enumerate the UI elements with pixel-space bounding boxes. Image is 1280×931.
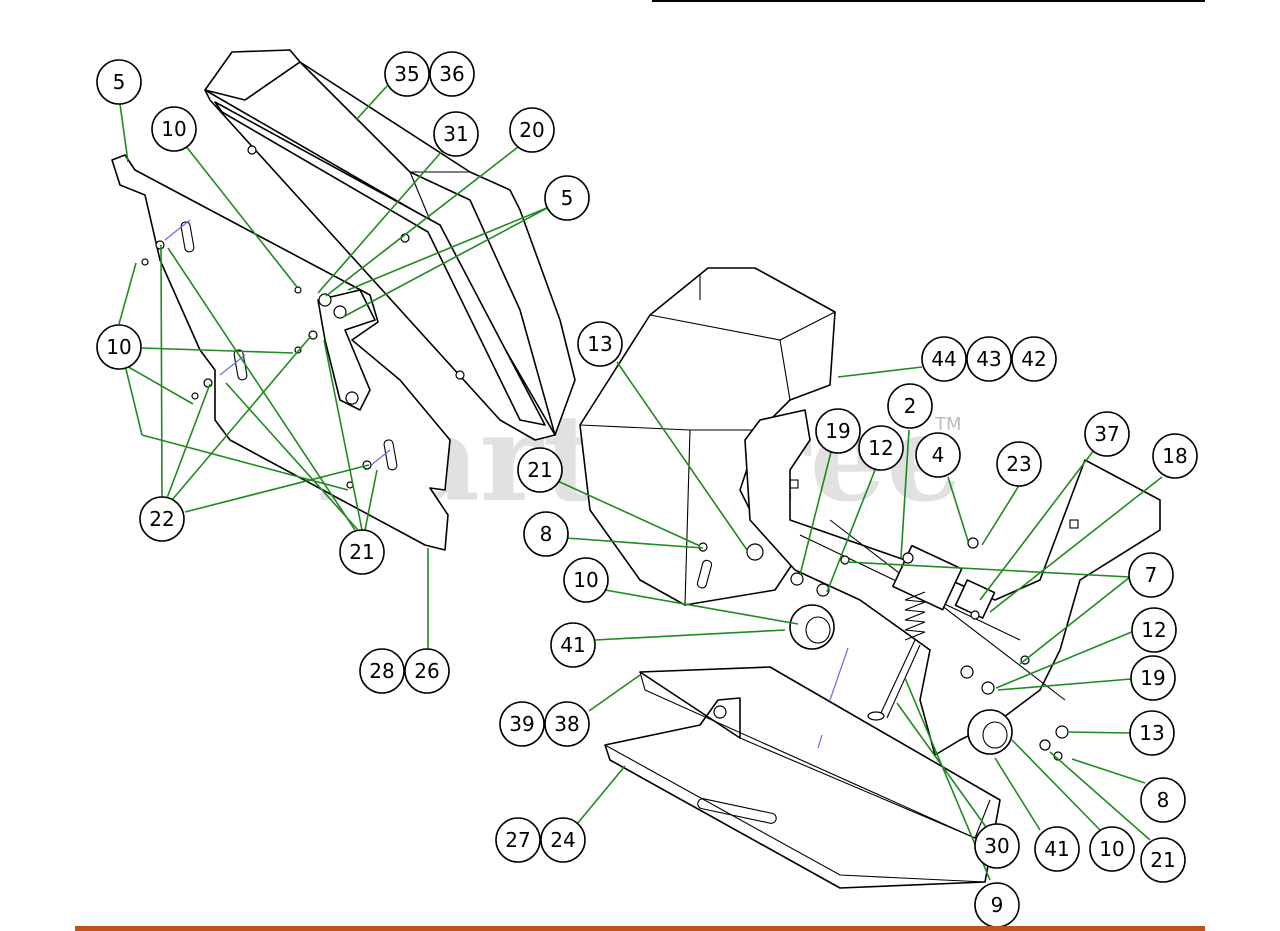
svg-text:22: 22 — [149, 507, 174, 531]
svg-text:9: 9 — [991, 893, 1004, 917]
callout-23: 18 — [1152, 433, 1198, 479]
svg-text:31: 31 — [443, 122, 468, 146]
svg-text:12: 12 — [868, 436, 893, 460]
svg-text:18: 18 — [1162, 444, 1187, 468]
svg-text:42: 42 — [1021, 347, 1046, 371]
callout-1: 5 — [96, 59, 142, 105]
svg-text:10: 10 — [161, 117, 186, 141]
svg-text:5: 5 — [561, 186, 574, 210]
callout-22: 37 — [1084, 411, 1130, 457]
callout-29: 41 — [550, 622, 596, 668]
svg-text:8: 8 — [1157, 788, 1170, 812]
callout-18: 19 — [815, 408, 861, 454]
svg-text:2: 2 — [904, 394, 917, 418]
left-fasteners — [141, 240, 372, 489]
svg-text:23: 23 — [1006, 452, 1031, 476]
callout-37: 30 — [974, 823, 1020, 869]
callout-36: 24 — [540, 817, 586, 863]
svg-text:TM: TM — [934, 414, 962, 435]
svg-text:10: 10 — [1099, 837, 1124, 861]
callout-15: 43 — [966, 336, 1012, 382]
svg-text:19: 19 — [825, 419, 850, 443]
callout-20: 4 — [915, 432, 961, 478]
base-tray-part — [604, 647, 1001, 889]
svg-text:43: 43 — [976, 347, 1001, 371]
callout-14: 44 — [921, 336, 967, 382]
svg-text:27: 27 — [505, 828, 530, 852]
callout-27: 10 — [563, 557, 609, 603]
leader-lines — [118, 85, 1163, 881]
callout-31: 39 — [499, 701, 545, 747]
callout-38: 41 — [1034, 826, 1080, 872]
callout-24: 21 — [517, 447, 563, 493]
spring-part — [867, 591, 926, 721]
callout-26: 7 — [1128, 552, 1174, 598]
callout-2: 35 — [384, 51, 430, 97]
svg-text:36: 36 — [439, 62, 464, 86]
svg-text:41: 41 — [1044, 837, 1069, 861]
svg-text:21: 21 — [349, 540, 374, 564]
svg-text:35: 35 — [394, 62, 419, 86]
callout-40: 21 — [1140, 837, 1186, 883]
svg-text:12: 12 — [1141, 618, 1166, 642]
svg-text:28: 28 — [369, 659, 394, 683]
bushing-parts — [789, 604, 1013, 755]
svg-text:5: 5 — [113, 70, 126, 94]
callout-17: 2 — [887, 383, 933, 429]
callout-28: 12 — [1131, 607, 1177, 653]
svg-text:4: 4 — [932, 443, 945, 467]
svg-text:38: 38 — [554, 712, 579, 736]
callout-4: 10 — [151, 106, 197, 152]
callout-3: 36 — [429, 51, 475, 97]
svg-text:13: 13 — [587, 332, 612, 356]
callout-41: 9 — [974, 882, 1020, 928]
callout-34: 8 — [1140, 777, 1186, 823]
callout-16: 42 — [1011, 336, 1057, 382]
callout-13: 13 — [577, 321, 623, 367]
svg-text:44: 44 — [931, 347, 956, 371]
actuator-part — [840, 537, 996, 619]
footer-bar — [75, 926, 1205, 931]
callout-25: 8 — [523, 511, 569, 557]
svg-text:39: 39 — [509, 712, 534, 736]
svg-text:30: 30 — [984, 834, 1009, 858]
svg-text:20: 20 — [519, 118, 544, 142]
callout-9: 22 — [139, 496, 185, 542]
callout-10: 21 — [339, 529, 385, 575]
callout-12: 26 — [404, 648, 450, 694]
callout-21: 23 — [996, 441, 1042, 487]
callout-19: 12 — [858, 425, 904, 471]
callout-11: 28 — [359, 648, 405, 694]
svg-text:24: 24 — [550, 828, 575, 852]
svg-text:41: 41 — [560, 633, 585, 657]
svg-text:13: 13 — [1139, 721, 1164, 745]
callout-35: 27 — [495, 817, 541, 863]
svg-text:19: 19 — [1140, 666, 1165, 690]
svg-text:21: 21 — [1150, 848, 1175, 872]
callout-bubbles: 5 35 36 10 31 20 5 10 22 21 28 26 13 44 … — [96, 51, 1198, 928]
svg-text:21: 21 — [527, 458, 552, 482]
svg-text:7: 7 — [1145, 563, 1158, 587]
callout-30: 19 — [1130, 655, 1176, 701]
callout-39: 10 — [1089, 826, 1135, 872]
svg-text:26: 26 — [414, 659, 439, 683]
svg-text:10: 10 — [573, 568, 598, 592]
callout-7: 5 — [544, 175, 590, 221]
chute-box-part — [204, 49, 576, 441]
hinge-bracket-part — [317, 289, 376, 411]
right-fasteners — [698, 542, 1069, 761]
callout-6: 20 — [509, 107, 555, 153]
callout-32: 38 — [544, 701, 590, 747]
svg-text:37: 37 — [1094, 422, 1119, 446]
svg-text:10: 10 — [106, 335, 131, 359]
svg-text:8: 8 — [540, 522, 553, 546]
callout-8: 10 — [96, 324, 142, 370]
callout-5: 31 — [433, 111, 479, 157]
callout-33: 13 — [1129, 710, 1175, 756]
